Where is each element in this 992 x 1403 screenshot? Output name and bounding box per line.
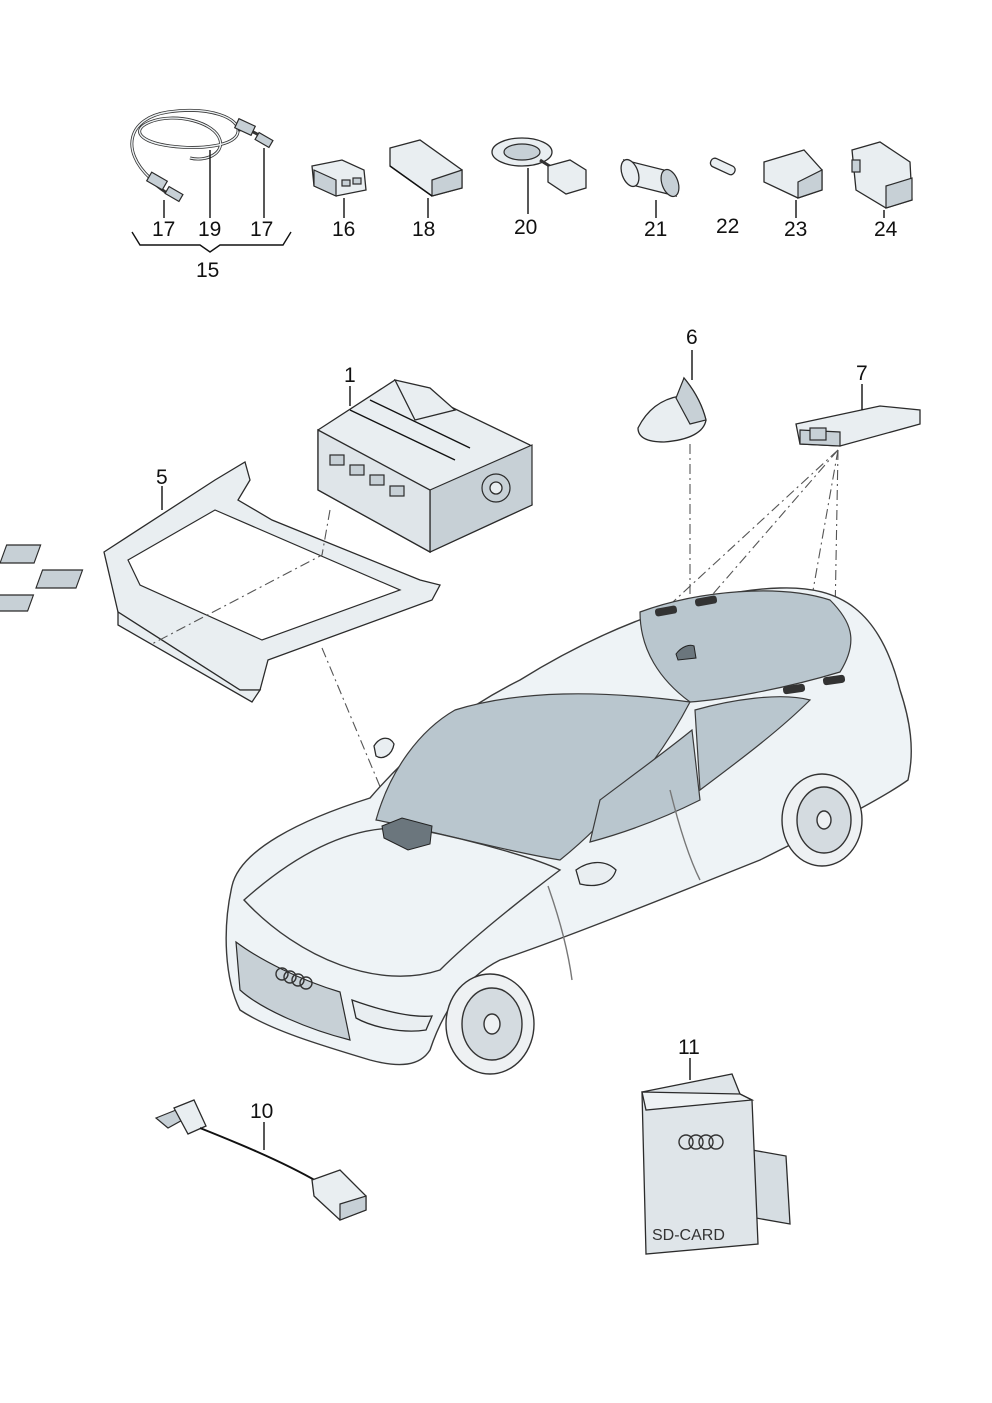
housing-part-18	[389, 139, 463, 197]
sd-card-label: SD-CARD	[652, 1227, 725, 1244]
callout-15: 15	[196, 259, 219, 282]
callout-19: 19	[198, 218, 221, 241]
callout-5: 5	[156, 466, 168, 489]
connector-part-16	[311, 159, 367, 197]
antenna-module-part-7	[795, 405, 921, 447]
cap-part-23	[763, 149, 823, 199]
car-illustration	[225, 587, 912, 1075]
ring-connector-part-20	[491, 137, 587, 195]
callout-11: 11	[678, 1036, 700, 1059]
antenna-cable-part-10	[154, 1099, 367, 1221]
rear-antenna-marker-1	[782, 683, 806, 695]
callout-1: 1	[344, 364, 356, 387]
sd-card-package-part-11: SD-CARD	[641, 1073, 791, 1255]
shark-fin-antenna-part-6	[637, 376, 707, 443]
coiled-cable-part-19	[130, 108, 274, 203]
bracket-15	[131, 231, 292, 253]
callout-16: 16	[332, 218, 355, 241]
pin-part-22	[709, 157, 736, 176]
mounting-bracket-part-5	[0, 461, 441, 703]
fin-antenna-marker	[675, 644, 697, 661]
callout-18: 18	[412, 218, 435, 241]
rear-antenna-marker-2	[822, 674, 846, 686]
callout-10: 10	[250, 1100, 273, 1123]
module-location-marker	[381, 817, 433, 851]
callout-17a: 17	[152, 218, 175, 241]
callout-21: 21	[644, 218, 667, 241]
callout-17b: 17	[250, 218, 273, 241]
connector-part-24	[851, 141, 913, 209]
receiver-module-part-1	[317, 379, 533, 554]
roof-antenna-marker-2	[694, 595, 718, 607]
car-grille-rings	[275, 967, 313, 990]
callout-22: 22	[716, 215, 739, 238]
callout-20: 20	[514, 216, 537, 239]
sd-card-brand-rings	[678, 1134, 724, 1150]
callout-24: 24	[874, 218, 898, 241]
callout-7: 7	[856, 362, 868, 385]
cylinder-part-21	[620, 158, 680, 198]
callout-6: 6	[686, 326, 698, 349]
callout-23: 23	[784, 218, 807, 241]
roof-antenna-marker-1	[654, 605, 678, 617]
